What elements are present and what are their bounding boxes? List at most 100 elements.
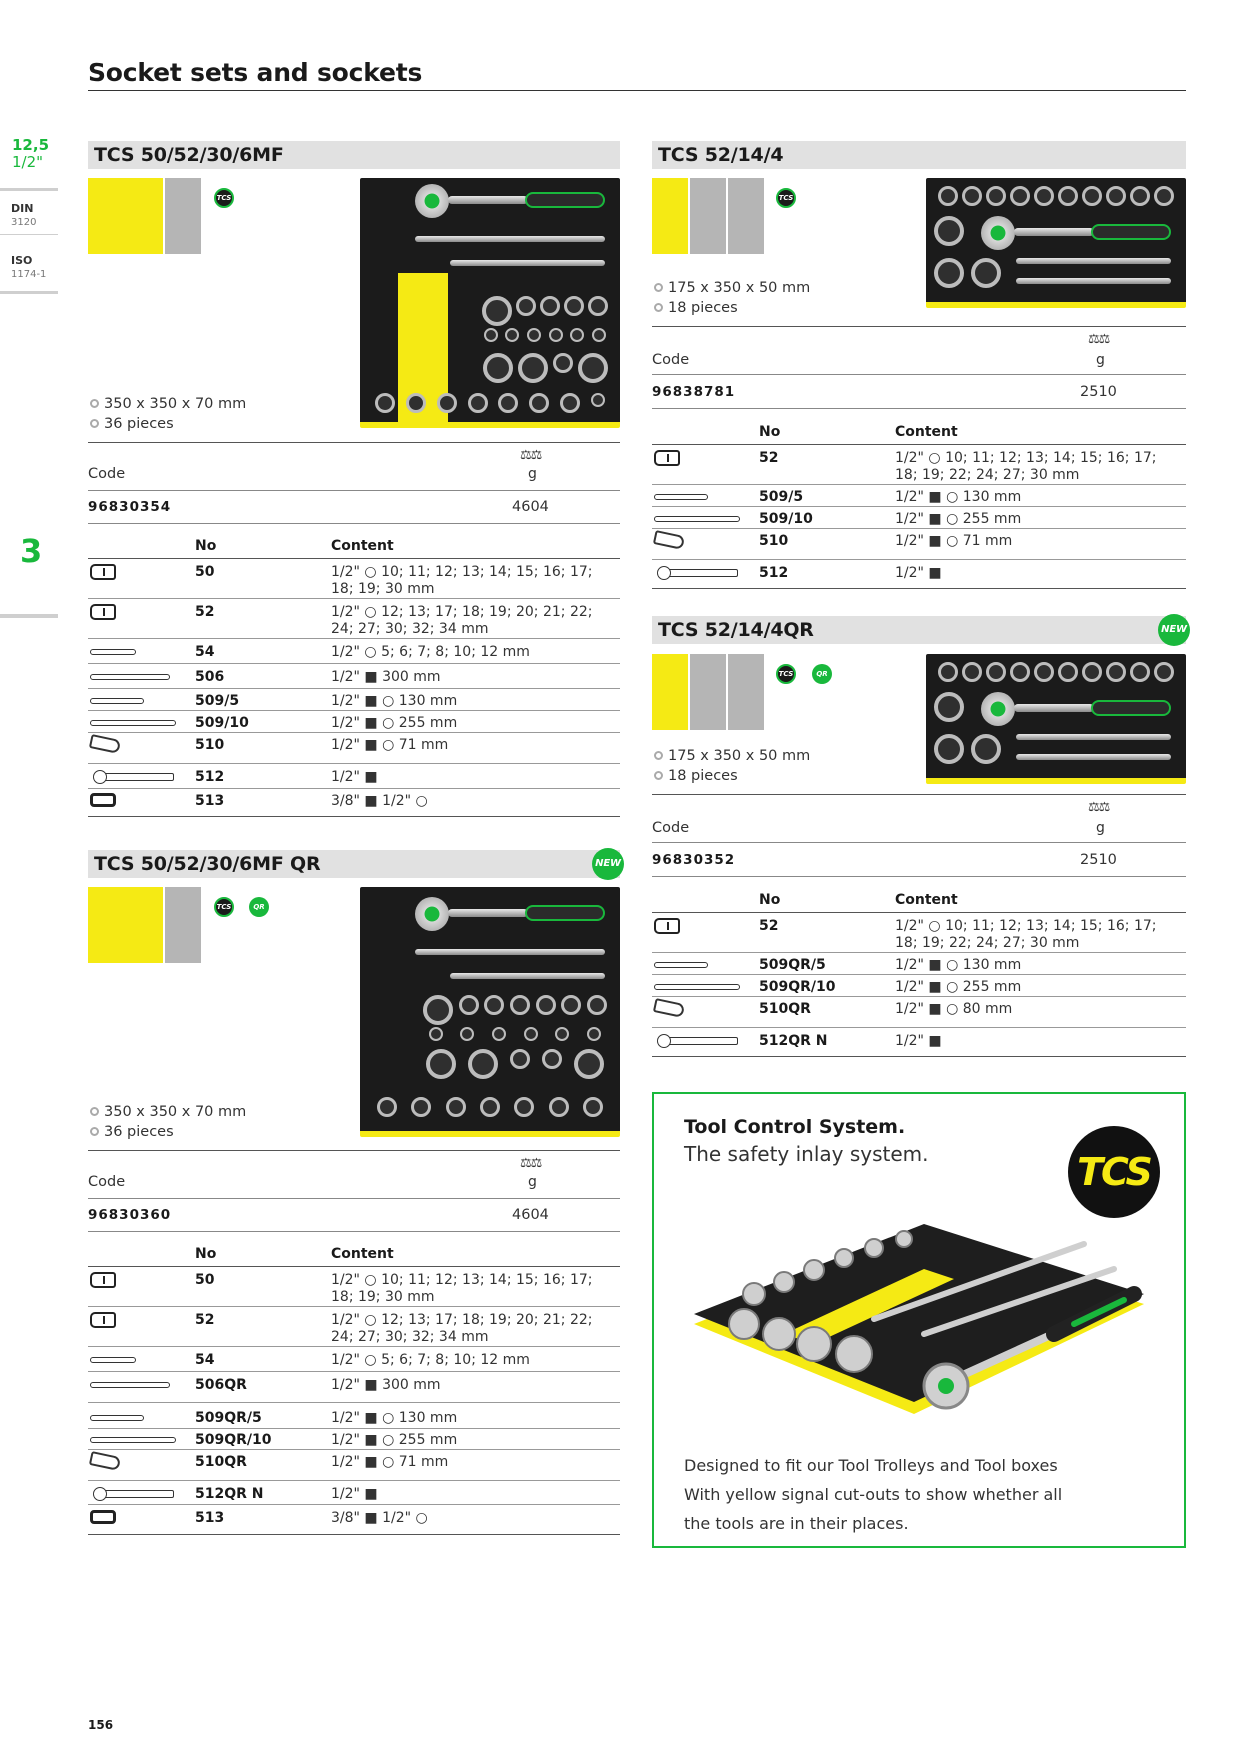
extension-bar [1016,734,1171,740]
socket-row [410,995,620,1025]
ratchet-bar [1014,704,1094,712]
extension-bar [1016,754,1171,760]
side-divider [0,234,58,235]
tray-image [926,178,1186,308]
ratchet-head [415,184,449,218]
large-socket [934,692,964,722]
ratchet-handle [1091,700,1171,716]
pieces-count: 36 pieces [90,1122,174,1142]
socket-row [360,1097,620,1117]
rule [88,1231,620,1232]
new-badge: NEW [1158,614,1190,646]
socket-row [470,328,620,342]
pieces-count: 18 pieces [654,766,738,786]
socket-row [410,1049,620,1079]
din-label: DIN [11,202,34,215]
no-header: No [195,538,217,554]
yellow-swatch [652,178,688,254]
universal-joint-icon [652,530,686,550]
promo-title: Tool Control System. [684,1116,906,1138]
gray-swatch [165,178,201,254]
scale-icon: ⚖⚖ [1088,800,1110,815]
ratchet-handle [1091,224,1171,240]
tcs-badge: TCS [214,897,234,917]
ratchet-bar [448,909,528,917]
universal-joint-icon [88,1451,122,1471]
universal-joint-icon [652,998,686,1018]
large-socket [971,258,1001,288]
size-main: 12,5 [12,136,50,154]
content-header: Content [895,892,958,908]
tommy-bar-icon [90,674,170,680]
tommy-bar-icon [90,1382,170,1388]
socket-row [360,393,620,413]
pieces-count: 18 pieces [654,298,738,318]
gray-swatch [728,178,764,254]
socket-row [926,662,1186,682]
rule [652,794,1186,795]
extension-bar [415,949,605,955]
no-header: No [759,892,781,908]
tray-image [360,178,620,428]
ratchet-head [415,897,449,931]
section-title: TCS 52/14/4 [652,141,1186,169]
dimensions: 175 x 350 x 50 mm [654,746,810,766]
large-socket [934,734,964,764]
tcs-badge: TCS [776,664,796,684]
socket-row [470,353,620,383]
size-sub: 1/2" [12,153,44,171]
ratchet-head [981,216,1015,250]
rule [652,842,1186,843]
adaptor-icon [90,793,116,807]
extension-bar [450,973,605,979]
socket-icon [90,564,116,580]
no-header: No [195,1246,217,1262]
dimensions: 175 x 350 x 50 mm [654,278,810,298]
order-code: 96830360 [88,1207,172,1223]
tcs-badge: TCS [214,188,234,208]
weight-unit: g [528,466,537,482]
code-label: Code [652,352,690,368]
qr-badge: QR [249,897,269,917]
socket-row [926,186,1186,206]
dimensions: 350 x 350 x 70 mm [90,1102,246,1122]
ratchet-icon [93,1487,174,1501]
promo-subtitle: The safety inlay system. [684,1142,929,1166]
extension-bar [450,260,605,266]
socket-icon [654,918,680,934]
tray-foam-top [694,1224,1144,1402]
extension-bar-icon [90,698,144,704]
socket-icon [90,1312,116,1328]
page-title: Socket sets and sockets [88,58,423,87]
weight-value: 2510 [1080,852,1117,868]
tray-photo [694,1224,1144,1414]
large-socket [934,216,964,246]
pieces-count: 36 pieces [90,414,174,434]
large-socket [934,258,964,288]
tray-image [926,654,1186,784]
dimensions: 350 x 350 x 70 mm [90,394,246,414]
rule [652,876,1186,877]
weight-value: 4604 [512,1207,549,1223]
ratchet-bar [448,196,528,204]
yellow-swatch [88,178,163,254]
promo-line: Designed to fit our Tool Trolleys and To… [684,1456,1058,1475]
extension-bar [1016,278,1171,284]
rule [88,1150,620,1151]
weight-unit: g [1096,820,1105,836]
ratchet-icon [657,566,738,580]
weight-value: 2510 [1080,384,1117,400]
ratchet-icon [657,1034,738,1048]
rule [88,1198,620,1199]
no-header: No [759,424,781,440]
extension-bar-icon [654,984,740,990]
tcs-badge: TCS [776,188,796,208]
socket-icon [90,1272,116,1288]
adaptor-icon [90,1510,116,1524]
side-divider [0,188,58,191]
socket-row [410,1027,620,1041]
yellow-swatch [652,654,688,730]
